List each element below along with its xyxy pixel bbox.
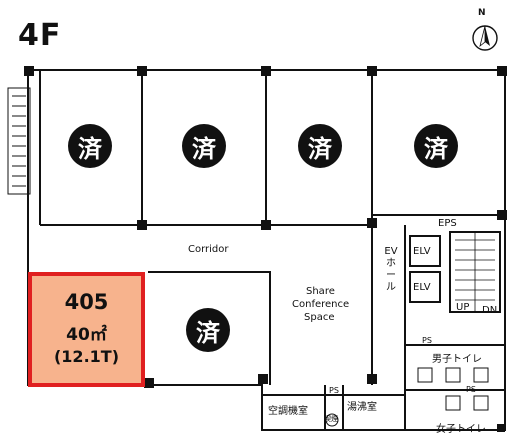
eps-label: EPS <box>438 218 457 229</box>
share-conference-label-2: Conference <box>292 299 350 310</box>
occupied-mark-406: 済 <box>186 308 230 352</box>
stair-dn-label: DN <box>482 305 498 316</box>
stair-up-label: UP <box>456 302 470 313</box>
ps-label-toilet-1: PS <box>422 336 432 345</box>
corridor-label: Corridor <box>188 244 229 255</box>
hvac-room-label: 空調機室 <box>268 406 308 417</box>
ps-label-toilet-2: PS <box>466 385 476 394</box>
occupied-mark-401: 済 <box>68 124 112 168</box>
exterior-stair <box>7 87 31 195</box>
share-conference-label-1: Share <box>306 286 335 297</box>
ps-label-service: PS <box>329 386 339 395</box>
available-unit-405[interactable]: 405 40㎡ (12.1T) <box>28 272 145 387</box>
share-conference-label-3: Space <box>304 312 335 323</box>
womens-toilet-label: 女子トイレ <box>436 424 486 435</box>
elv-label-2: ELV <box>413 282 431 293</box>
unit-number: 405 <box>64 290 109 314</box>
mens-toilet-label: 男子トイレ <box>432 354 482 365</box>
north-arrow-icon <box>472 25 498 51</box>
occupied-mark-402: 済 <box>182 124 226 168</box>
outer-wall <box>28 69 506 431</box>
unit-tsubo: (12.1T) <box>53 347 119 366</box>
smoking-label: 喫煙 <box>324 415 338 423</box>
kitchenette-label: 湯沸室 <box>347 402 377 413</box>
occupied-mark-403: 済 <box>298 124 342 168</box>
elv-1 <box>409 235 441 267</box>
occupied-mark-404: 済 <box>414 124 458 168</box>
unit-area: 40㎡ <box>66 325 107 345</box>
elv-2 <box>409 271 441 303</box>
elv-label-1: ELV <box>413 246 431 257</box>
ev-hall-label: EVホール <box>384 246 398 293</box>
lower-room-wall <box>148 271 271 385</box>
floor-label: 4F <box>18 18 62 53</box>
north-label: N <box>478 8 486 18</box>
